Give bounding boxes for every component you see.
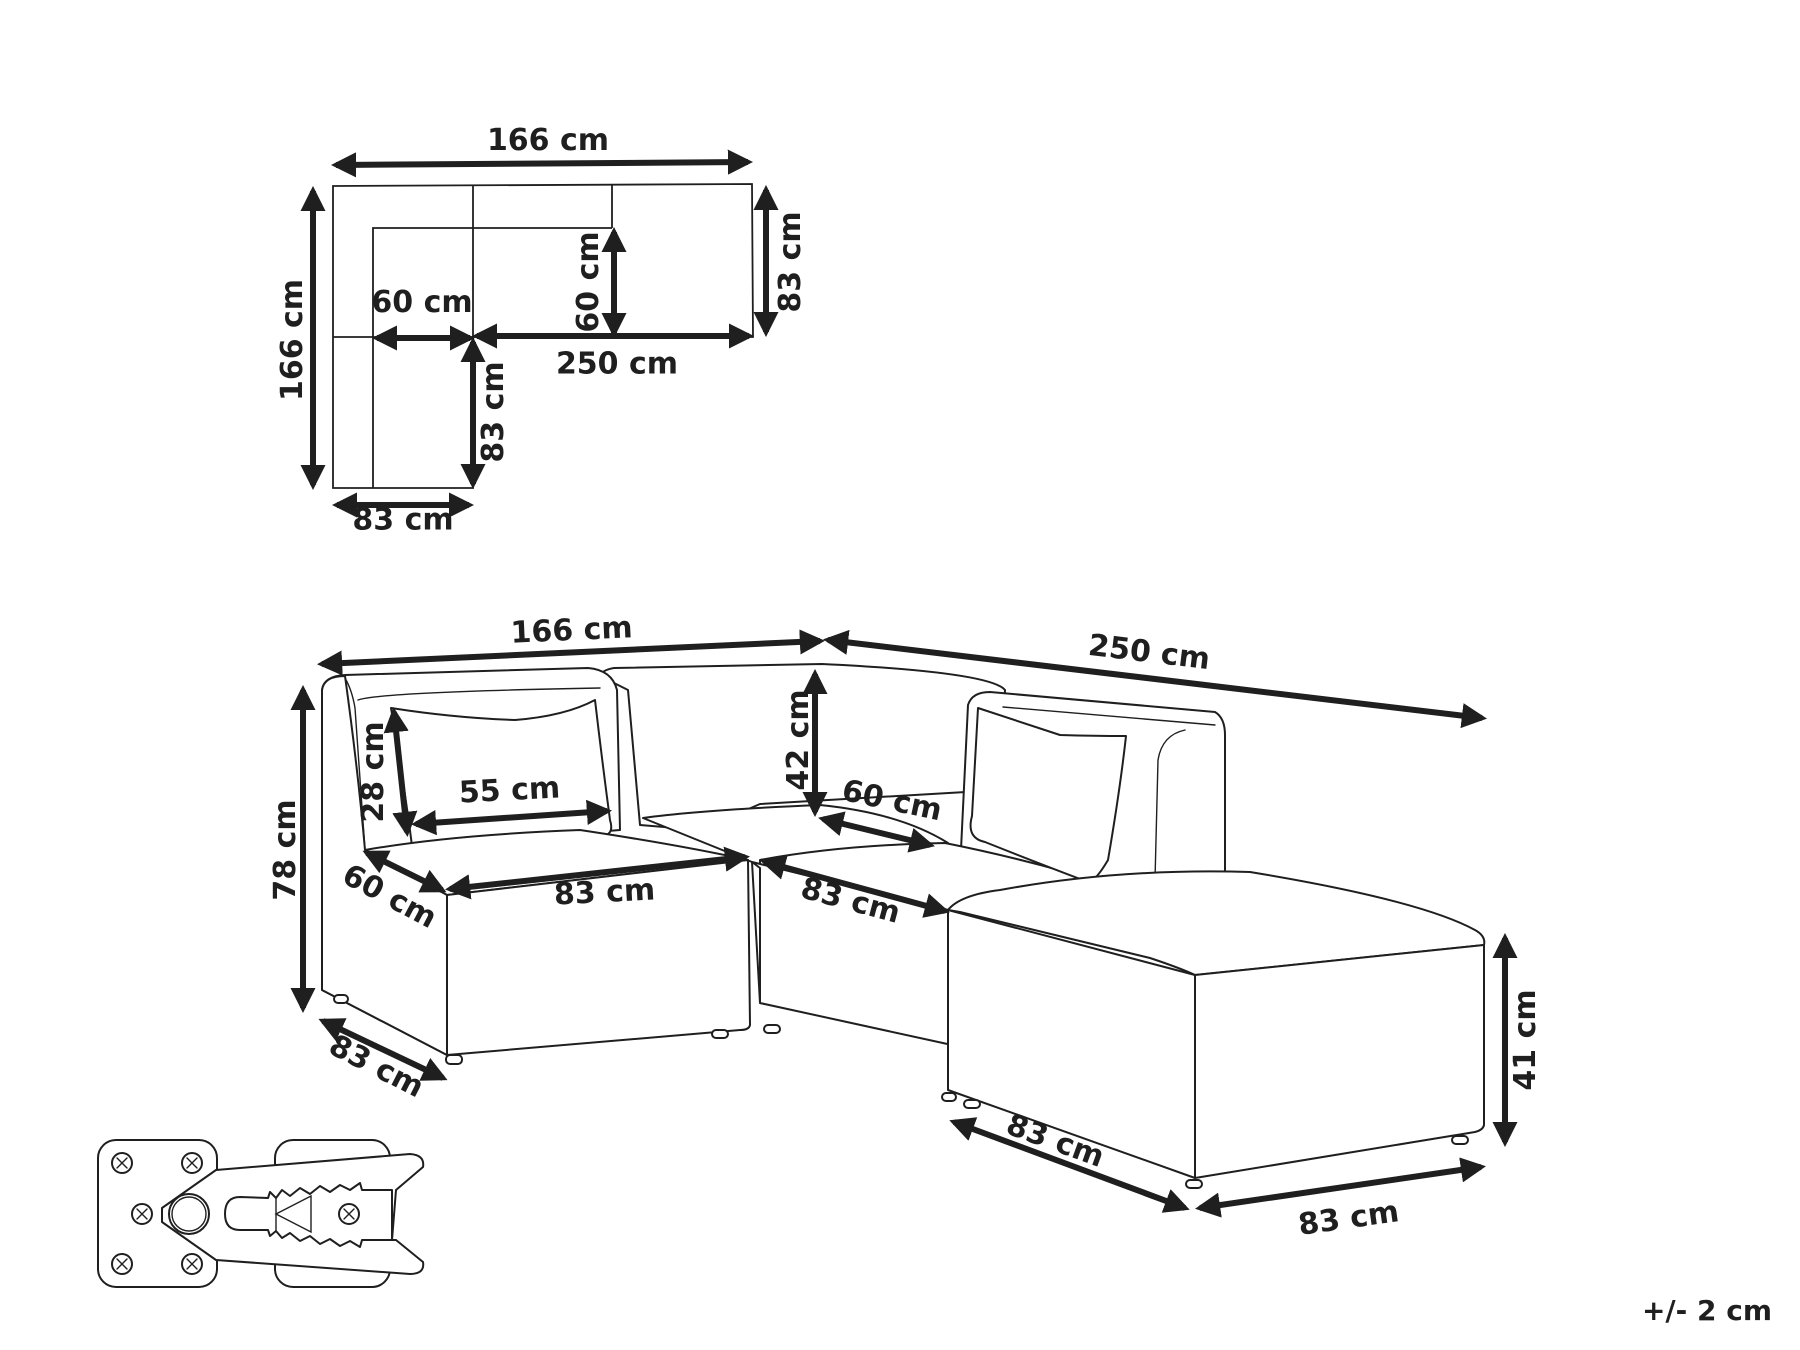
clip-slot <box>224 1182 393 1248</box>
right-module-arm-inner <box>1154 729 1186 881</box>
dim-label: 60 cm <box>571 231 606 332</box>
dim-label: 41 cm <box>1508 989 1543 1090</box>
dim-arrow <box>444 846 751 900</box>
pillow-right <box>969 707 1127 883</box>
left-front-face <box>446 859 751 1056</box>
feet <box>333 994 1469 1189</box>
dim-label: 250 cm <box>1086 628 1211 677</box>
dim-label: 250 cm <box>556 347 678 382</box>
left-back-edge <box>357 687 601 701</box>
dim-arrow <box>316 629 826 676</box>
dim-arrow <box>318 1018 448 1081</box>
dim-arrow <box>410 799 613 836</box>
dim-label: 83 cm <box>323 1028 429 1105</box>
dim-arrow <box>822 629 1488 729</box>
dim-arrow <box>362 850 447 893</box>
dim-arrow <box>330 149 754 178</box>
dim-arrow <box>949 1117 1190 1213</box>
dim-label: 83 cm <box>553 872 656 912</box>
dim-label: 83 cm <box>773 211 808 312</box>
dim-label: 166 cm <box>487 123 609 158</box>
plan-view: 166 cm 166 cm 83 cm 60 cm 60 cm 250 cm 8… <box>275 123 808 538</box>
dim-label: 28 cm <box>356 721 391 822</box>
dim-arrow <box>818 811 935 853</box>
dim-label: 83 cm <box>476 361 511 462</box>
dim-label: 55 cm <box>458 770 561 810</box>
tolerance-note: +/- 2 cm <box>1642 1294 1772 1327</box>
screw-icon <box>111 1152 203 1275</box>
dim-label: 42 cm <box>781 689 816 790</box>
perspective-view: 166 cm 250 cm 78 cm 28 cm 55 cm 42 cm 60… <box>268 610 1543 1243</box>
dim-arrow <box>1195 1157 1486 1218</box>
dim-arrow <box>760 855 950 918</box>
dim-label: 60 cm <box>371 285 472 320</box>
dim-label: 166 cm <box>275 279 310 401</box>
ottoman-right-face <box>1194 944 1485 1179</box>
dim-arrow <box>383 706 418 838</box>
connector-clip-icon <box>97 1139 425 1288</box>
dim-label: 78 cm <box>268 799 303 900</box>
plan-inner-back <box>372 227 612 488</box>
dim-label: 83 cm <box>1296 1194 1401 1243</box>
dim-label: 166 cm <box>510 610 634 651</box>
dim-label: 83 cm <box>352 503 453 538</box>
